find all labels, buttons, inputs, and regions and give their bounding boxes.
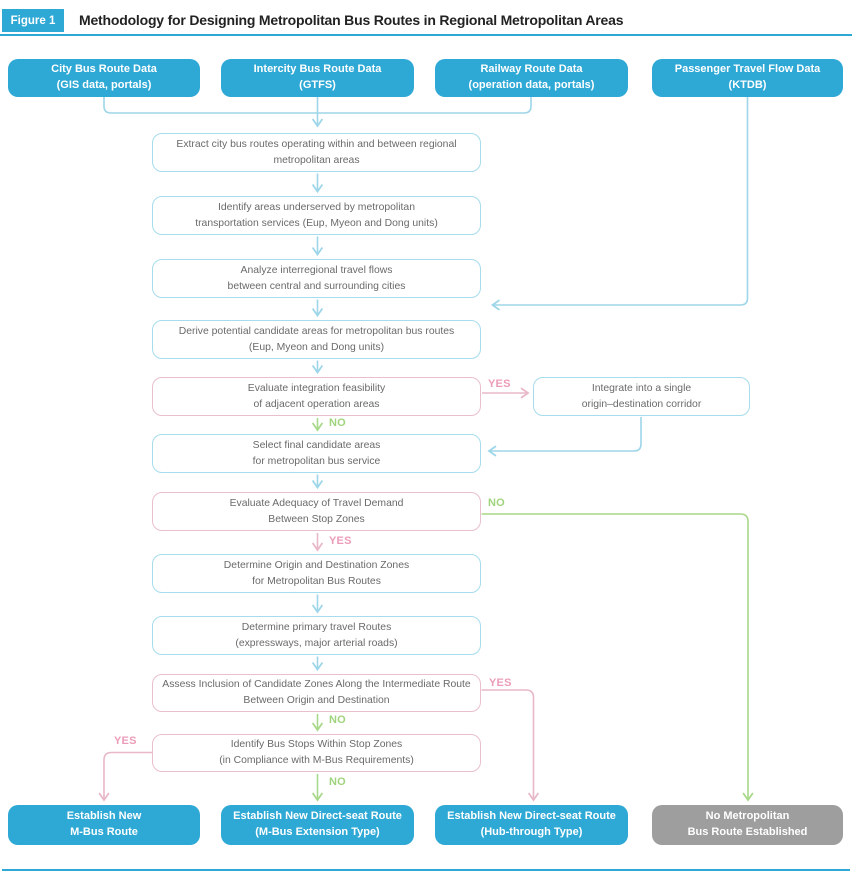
node-line: (GIS data, portals) [56,79,152,91]
node-line: Extract city bus routes operating within… [176,138,457,150]
node-line: Analyze interregional travel flows [240,264,393,276]
edge-adequacy-no [481,513,754,802]
node-line: Between Stop Zones [268,513,365,525]
node-line: Assess Inclusion of Candidate Zones Alon… [162,679,471,691]
node-od-zones: Determine Origin and Destination Zones f… [152,554,481,593]
node-city-bus-data: City Bus Route Data (GIS data, portals) [8,59,200,97]
node-line: Intercity Bus Route Data [253,63,382,76]
node-line: for metropolitan bus service [252,455,381,467]
node-railway-data: Railway Route Data (operation data, port… [435,59,628,97]
decision-bus-stops: Identify Bus Stops Within Stop Zones (in… [152,734,481,772]
decision-intermediate-zones: Assess Inclusion of Candidate Zones Alon… [152,674,481,712]
label-no-adequacy: NO [488,497,505,509]
node-integrate-corridor: Integrate into a single origin–destinati… [533,377,750,416]
label-yes-adequacy: YES [329,535,352,547]
header-divider [0,34,852,36]
node-line: Establish New [66,810,142,823]
node-line: of adjacent operation areas [253,398,380,410]
label-no-assess: NO [329,714,346,726]
node-line: Evaluate integration feasibility [247,382,386,394]
edge-assess-yes [481,689,540,802]
edge-stops-yes [98,751,152,802]
node-underserved-areas: Identify areas underserved by metropolit… [152,196,481,235]
label-no-stops: NO [329,776,346,788]
node-line: between central and surrounding cities [227,280,406,292]
node-line: (Eup, Myeon and Dong units) [248,341,385,353]
node-line: No Metropolitan [705,810,790,823]
node-final-candidates: Select final candidate areas for metropo… [152,434,481,473]
node-line: (Hub-through Type) [480,826,583,838]
node-ktdb-data: Passenger Travel Flow Data (KTDB) [652,59,843,97]
node-line: M-Bus Route [70,826,138,838]
node-direct-seat-hub: Establish New Direct-seat Route (Hub-thr… [435,805,628,845]
node-line: Select final candidate areas [252,439,381,451]
node-line: Determine primary travel Routes [241,621,392,633]
node-line: Identify areas underserved by metropolit… [218,201,415,213]
node-line: Identify Bus Stops Within Stop Zones [230,739,403,751]
node-intercity-bus-data: Intercity Bus Route Data (GTFS) [221,59,414,97]
node-new-mbus-route: Establish New M-Bus Route [8,805,200,845]
node-line: Bus Route Established [687,826,808,838]
node-line: Passenger Travel Flow Data [674,63,821,76]
node-line: metropolitan areas [273,154,360,166]
node-line: Establish New Direct-seat Route [447,810,616,823]
node-line: transportation services (Eup, Myeon and … [195,217,438,229]
node-line: Between Origin and Destination [243,695,390,706]
label-no-feasibility: NO [329,417,346,429]
edge-integrate-to-select [487,417,642,457]
label-yes-feasibility: YES [488,378,511,390]
node-line: (GTFS) [299,79,336,91]
node-primary-routes: Determine primary travel Routes (express… [152,616,481,655]
node-line: Establish New Direct-seat Route [233,810,402,823]
node-line: (in Compliance with M-Bus Requirements) [219,755,414,766]
node-line: (expressways, major arterial roads) [235,637,398,649]
label-yes-assess: YES [489,677,512,689]
node-travel-flows: Analyze interregional travel flows betwe… [152,259,481,298]
node-line: Evaluate Adequacy of Travel Demand [229,497,404,509]
node-line: Integrate into a single [591,382,692,394]
node-line: (operation data, portals) [468,79,595,91]
node-no-route: No Metropolitan Bus Route Established [652,805,843,845]
node-candidate-areas: Derive potential candidate areas for met… [152,320,481,359]
node-line: City Bus Route Data [51,63,157,76]
node-line: Determine Origin and Destination Zones [223,559,410,571]
node-line: origin–destination corridor [581,398,702,410]
node-extract-routes: Extract city bus routes operating within… [152,133,481,172]
decision-travel-demand: Evaluate Adequacy of Travel Demand Betwe… [152,492,481,531]
node-line: (KTDB) [728,79,767,91]
node-line: Railway Route Data [480,63,583,76]
node-line: Derive potential candidate areas for met… [178,325,455,337]
decision-integration-feasibility: Evaluate integration feasibility of adja… [152,377,481,416]
edge-ktdb-to-derive [490,97,749,311]
node-line: (M-Bus Extension Type) [255,826,380,838]
figure-title: Methodology for Designing Metropolitan B… [79,12,624,28]
label-yes-stops: YES [114,735,137,747]
bottom-divider [2,869,850,871]
node-direct-seat-extension: Establish New Direct-seat Route (M-Bus E… [221,805,414,845]
node-line: for Metropolitan Bus Routes [252,575,381,587]
figure-badge: Figure 1 [2,9,64,32]
